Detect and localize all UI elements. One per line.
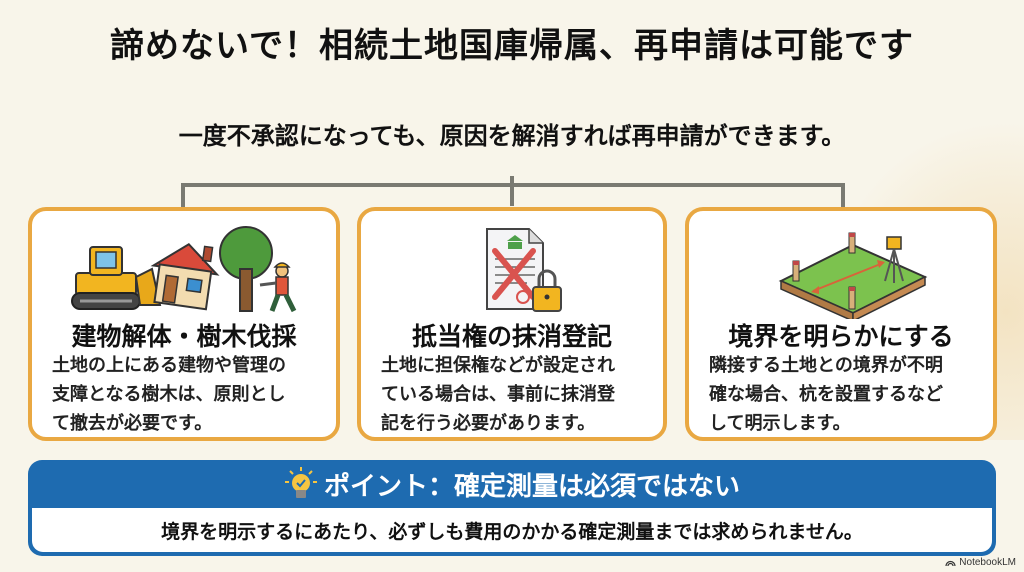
point-callout: ポイント：確定測量は必須ではない 境界を明示するにあたり、必ずしも費用のかかる確… [28,460,996,556]
point-title: ポイント：確定測量は必須ではない [323,471,740,502]
card-body-line: 隣接する土地との境界が不明 [709,355,943,376]
brand-label: NotebookLM [959,557,1016,568]
page-title: 諦めないで！相続土地国庫帰属、再申請は可能です [110,26,914,66]
lightbulb-check-icon [284,467,317,498]
card-body-line: 記を行う必要があります。 [381,413,596,434]
point-header: ポイント：確定測量は必須ではない [28,464,996,504]
card-body-line: 確な場合、杭を設置するなど [709,384,943,405]
card-body-line: て撤去が必要です。 [52,413,213,434]
card-body-line: 土地に担保権などが設定され [381,355,615,376]
land-boundary-survey-icon [689,221,993,323]
cancelled-document-lock-icon [361,221,663,319]
notebooklm-watermark: NotebookLM [945,557,1016,568]
notebooklm-logo-icon [945,560,956,567]
card-title: 建物解体・樹木伐採 [71,322,297,351]
card-mortgage-cancellation: 抵当権の抹消登記 土地に担保権などが設定され ている場合は、事前に抹消登 記を行… [357,207,667,441]
card-body-line: ている場合は、事前に抹消登 [381,384,615,405]
card-body: 土地の上にある建物や管理の 支障となる樹木は、原則とし て撤去が必要です。 [52,351,322,438]
card-boundary: 境界を明らかにする 隣接する土地との境界が不明 確な場合、杭を設置するなど して… [685,207,997,441]
point-body: 境界を明示するにあたり、必ずしも費用のかかる確定測量までは求められません。 [32,508,992,552]
card-demolition: 建物解体・樹木伐採 土地の上にある建物や管理の 支障となる樹木は、原則とし て撤… [28,207,340,441]
demolition-bulldozer-house-tree-icon [32,221,336,319]
card-body: 土地に担保権などが設定され ている場合は、事前に抹消登 記を行う必要があります。 [381,351,649,438]
card-body-line: して明示します。 [709,413,851,434]
tree-connector [181,176,845,208]
card-body-line: 支障となる樹木は、原則とし [52,384,286,405]
card-body: 隣接する土地との境界が不明 確な場合、杭を設置するなど して明示します。 [709,351,979,438]
card-body-line: 土地の上にある建物や管理の [52,355,286,376]
card-title: 境界を明らかにする [728,322,954,351]
card-title: 抵当権の抹消登記 [411,322,612,351]
page-subtitle: 一度不承認になっても、原因を解消すれば再申請ができます。 [178,122,846,150]
